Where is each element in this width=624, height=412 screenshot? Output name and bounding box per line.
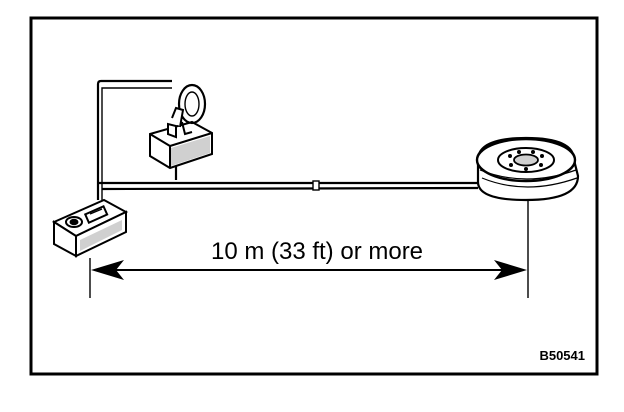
battery-icon (51, 198, 129, 258)
wire-battery-riser-inner (101, 87, 172, 200)
arrowhead-left (91, 260, 124, 280)
wire-main-bottom (101, 186, 479, 191)
wiring (96, 79, 479, 200)
arrowhead-right (494, 260, 527, 280)
wire-battery-riser (96, 79, 172, 200)
igniter-box-icon (149, 83, 213, 170)
figure-frame (29, 16, 599, 376)
distance-label: 10 m (33 ft) or more (211, 238, 423, 265)
figure-code: B50541 (539, 348, 585, 363)
distance-dimension (89, 200, 529, 298)
cable-connector (312, 180, 320, 191)
tire-icon (475, 136, 580, 202)
